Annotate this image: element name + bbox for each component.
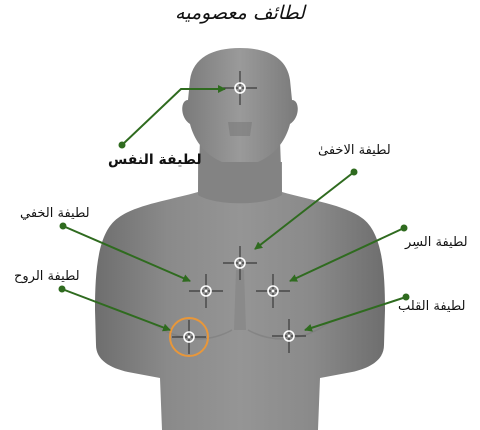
crosshair-khafi [189, 274, 223, 308]
diagram-title: لطائف معصومیه [175, 2, 305, 24]
label-sirr: لطيفة السِر [405, 235, 468, 250]
crosshair-sirr [256, 274, 290, 308]
label-qalb: لطيفة القلب [398, 299, 466, 314]
pec-line-left [149, 321, 233, 340]
arrow-khafi [59, 222, 191, 282]
crosshair-akhfa [223, 246, 257, 280]
arrow-sirr [289, 224, 408, 282]
label-ruh: لطيفة الروح [14, 269, 80, 284]
crosshair-qalb [272, 319, 306, 353]
crosshair-nafs [223, 71, 257, 105]
torso [95, 162, 385, 430]
crosshair-ruh [172, 320, 206, 354]
label-akhfa: لطيفة الاخفىٰ [318, 143, 391, 158]
arrow-qalb [304, 293, 410, 332]
label-khafi: لطيفة الخفي [20, 206, 90, 221]
arrow-akhfa [254, 168, 358, 250]
nose-shadow [228, 122, 252, 136]
arrow-ruh [58, 285, 171, 332]
chest-center-shade [234, 270, 246, 330]
arrow-nafs [118, 85, 226, 149]
ruh-highlight-ring [169, 317, 209, 357]
label-nafs: لطيفة النفس [108, 152, 202, 168]
pec-line-right [247, 321, 331, 340]
